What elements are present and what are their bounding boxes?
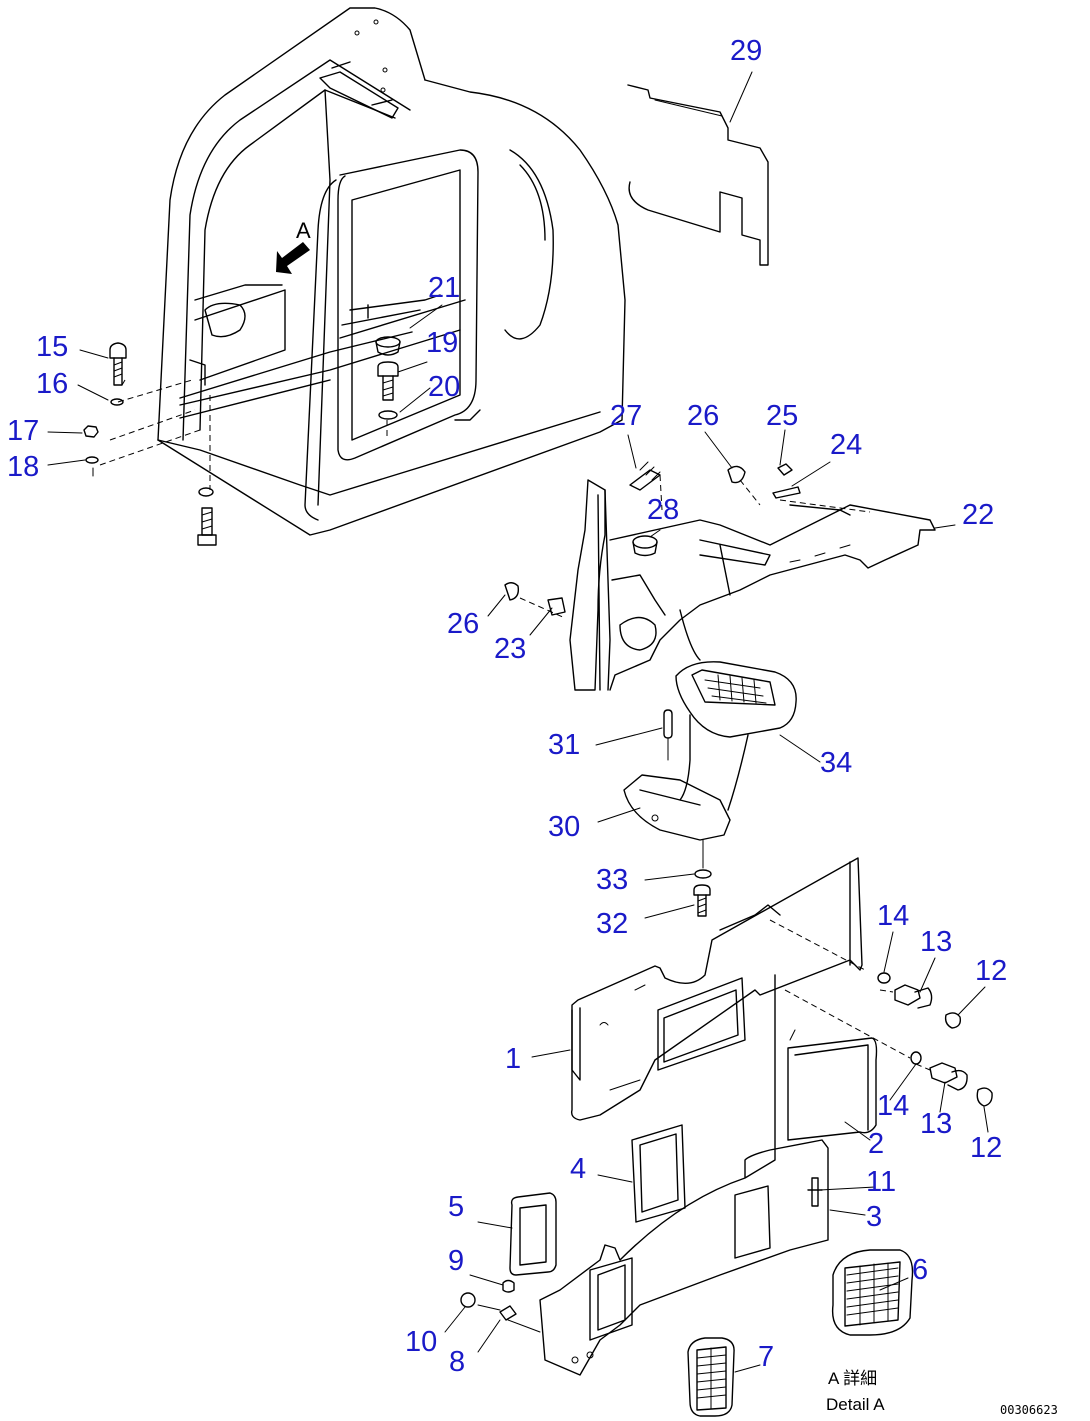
callout-32: 32: [596, 908, 628, 940]
callout-33: 33: [596, 864, 628, 896]
callout-28: 28: [647, 494, 679, 526]
callout-13-bottom: 13: [920, 1108, 952, 1140]
louver-7: [687, 1337, 735, 1417]
callout-29: 29: [730, 35, 762, 67]
callout-27: 27: [610, 400, 642, 432]
callout-16: 16: [36, 368, 68, 400]
callout-8: 8: [449, 1346, 465, 1378]
callout-6: 6: [912, 1254, 928, 1286]
callout-10: 10: [405, 1326, 437, 1358]
callout-5: 5: [448, 1191, 464, 1223]
louver-6: [831, 1249, 914, 1336]
callout-14-bottom: 14: [877, 1090, 909, 1122]
callout-13-top: 13: [920, 926, 952, 958]
callout-15: 15: [36, 331, 68, 363]
callout-30: 30: [548, 811, 580, 843]
hardware-15-18: [83, 342, 217, 546]
callout-9: 9: [448, 1245, 464, 1277]
rear-liner-assembly: [504, 461, 936, 691]
callout-2: 2: [868, 1128, 884, 1160]
callout-11: 11: [866, 1166, 896, 1198]
callout-22: 22: [962, 499, 994, 531]
callout-4: 4: [570, 1153, 586, 1185]
callout-34: 34: [820, 747, 852, 779]
callout-23: 23: [494, 633, 526, 665]
callout-26-top: 26: [687, 400, 719, 432]
callout-1: 1: [505, 1043, 521, 1075]
duct-assembly: [623, 661, 797, 917]
hardware-19-21: [375, 336, 401, 420]
callout-3: 3: [866, 1201, 882, 1233]
view-a-label: A: [296, 218, 311, 243]
part-29-liner: [627, 84, 769, 266]
panel-1: [570, 857, 911, 1121]
detail-a-label: A 詳細: [828, 1369, 877, 1388]
callout-18: 18: [7, 451, 39, 483]
callout-12-bottom: 12: [970, 1132, 1002, 1164]
callout-19: 19: [426, 327, 458, 359]
callout-31: 31: [548, 729, 580, 761]
callout-26-left: 26: [447, 608, 479, 640]
cab-frame: [99, 7, 626, 536]
callout-21: 21: [428, 272, 460, 304]
callout-14-top: 14: [877, 900, 909, 932]
callout-20: 20: [428, 371, 460, 403]
detail-a-label-en: Detail A: [826, 1395, 885, 1414]
small-frames-4-5: [509, 1124, 686, 1276]
leader-lines: [47, 71, 989, 1373]
callout-17: 17: [7, 415, 39, 447]
drawing-code: 00306623: [1000, 1403, 1058, 1417]
callout-24: 24: [830, 429, 862, 461]
view-a-arrow: [276, 242, 310, 274]
callout-7: 7: [758, 1341, 774, 1373]
callout-12-top: 12: [975, 955, 1007, 987]
panel-3: [539, 974, 878, 1376]
callout-25: 25: [766, 400, 798, 432]
